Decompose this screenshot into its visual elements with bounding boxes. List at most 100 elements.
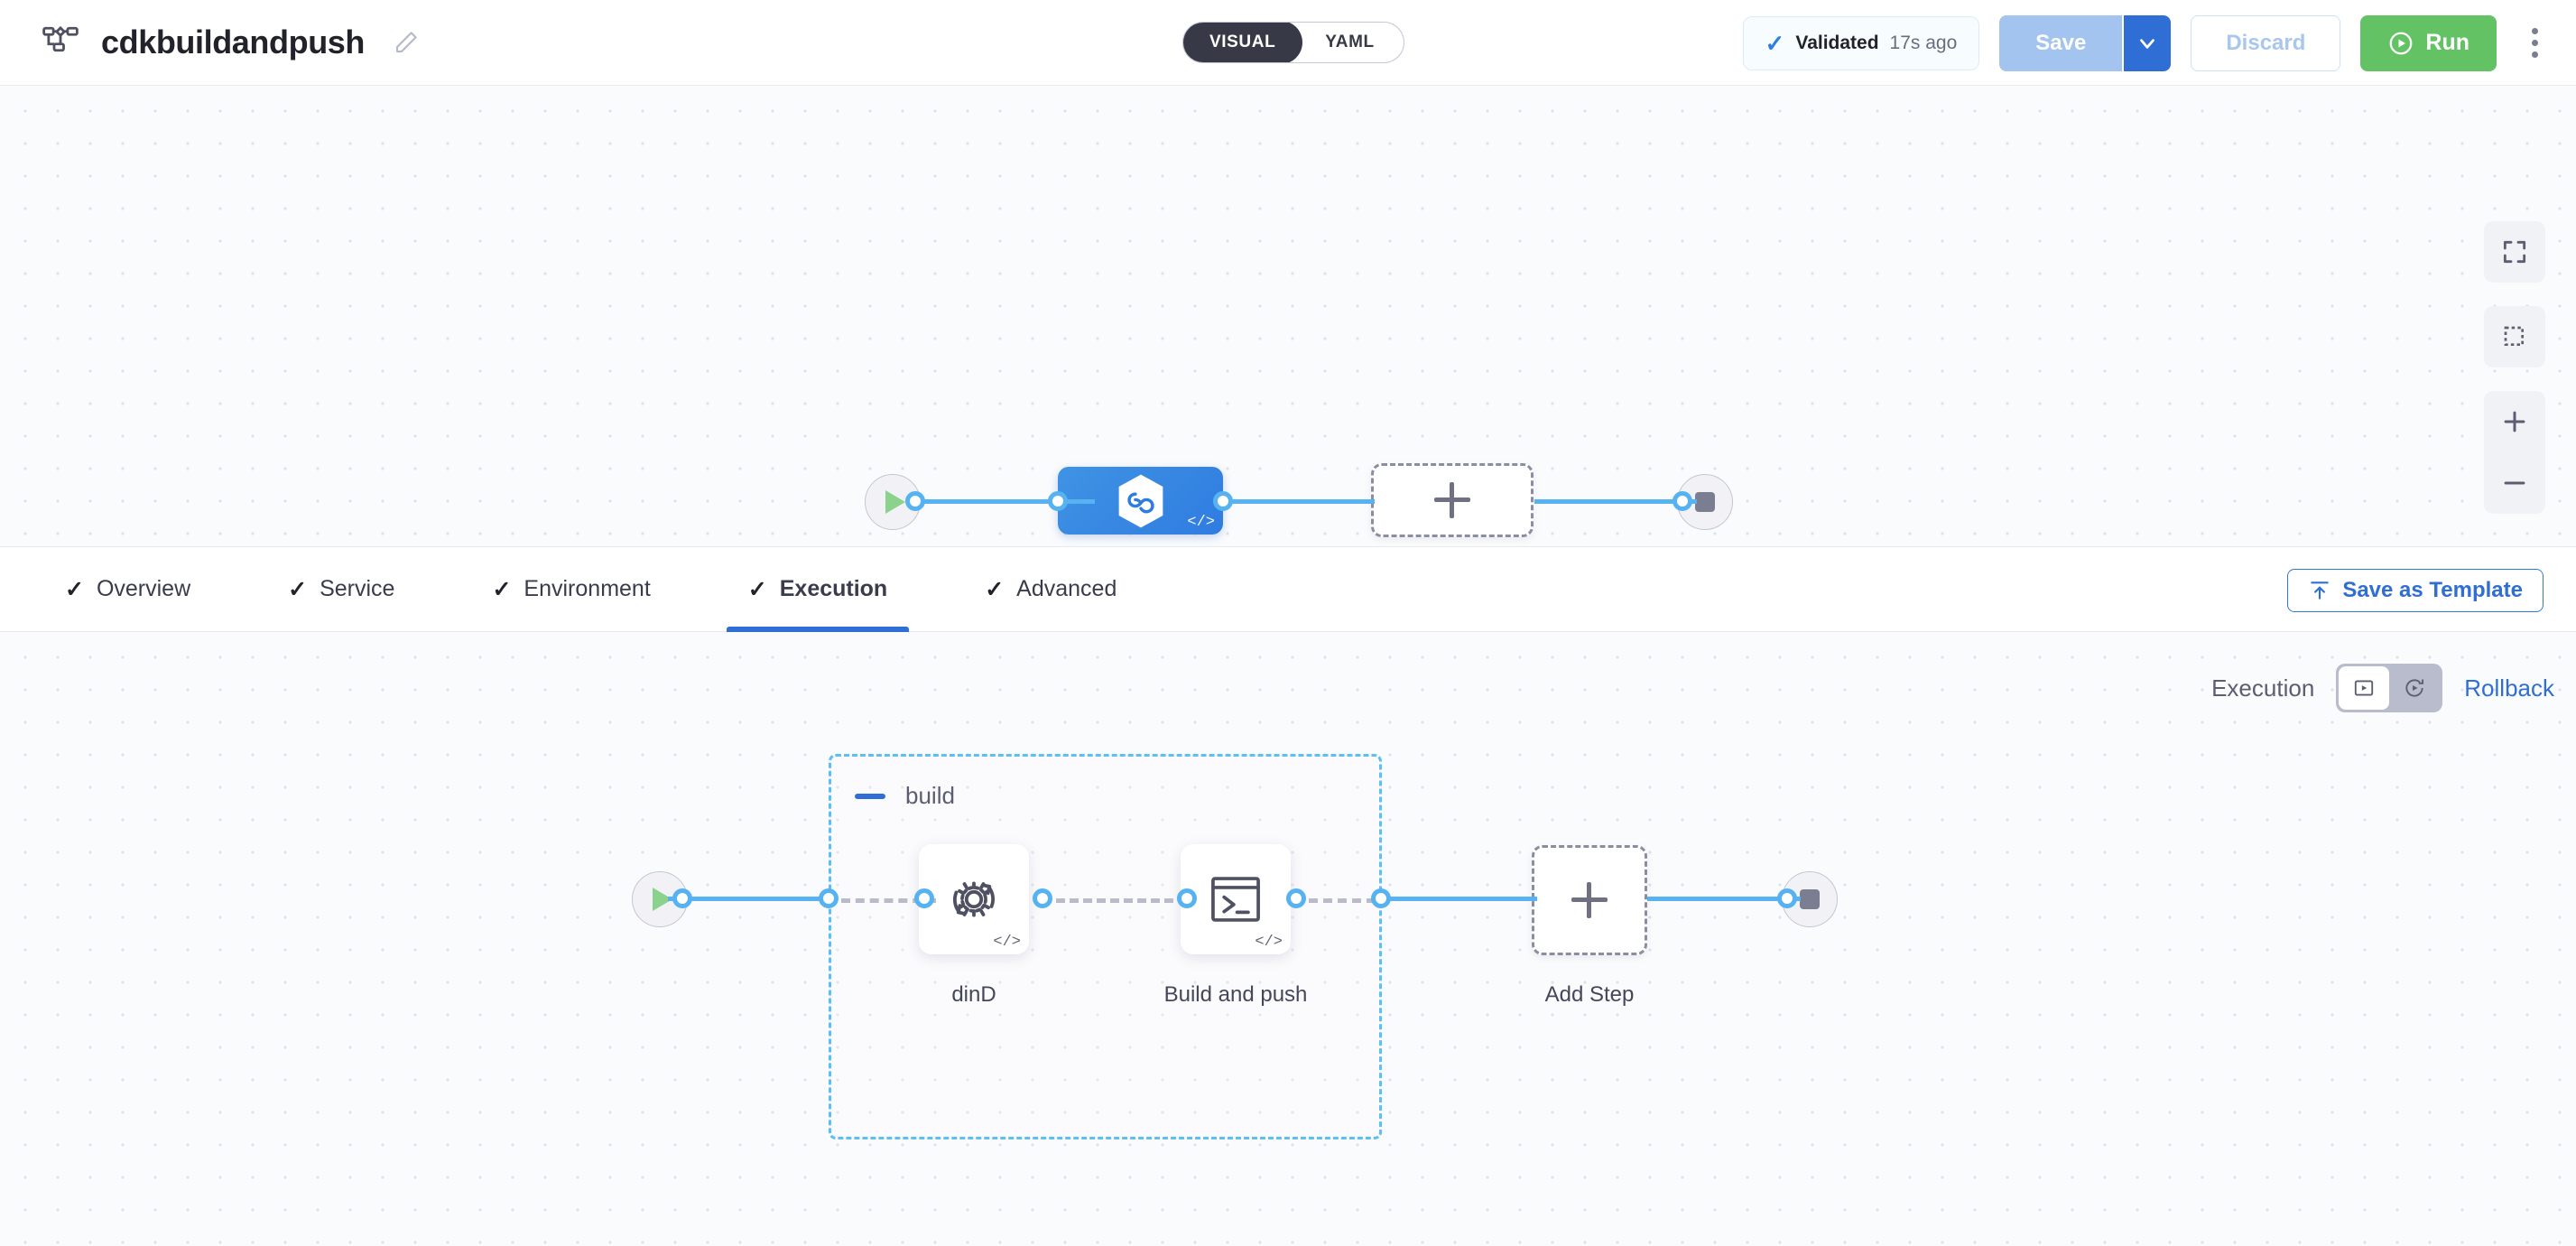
tab-service[interactable]: ✓ Service: [266, 546, 416, 632]
stage-canvas[interactable]: </> ckd Add Stage: [0, 86, 2576, 600]
tab-execution[interactable]: ✓ Execution: [726, 546, 910, 632]
step-node-dind[interactable]: </>: [919, 844, 1029, 954]
selection-box-icon[interactable]: [2484, 306, 2545, 367]
rollback-label[interactable]: Rollback: [2464, 674, 2554, 702]
step-caption-dind: dinD: [951, 982, 996, 1007]
stage-node-ckd[interactable]: </>: [1058, 467, 1223, 535]
connector-exec-start: [668, 897, 830, 901]
tab-label: Overview: [96, 576, 191, 601]
validated-time: 17s ago: [1889, 32, 1958, 53]
connector-exit-to-addstep: [1379, 897, 1537, 901]
terminal-icon: [1211, 877, 1260, 922]
rollback-view-icon[interactable]: [2389, 666, 2440, 710]
status-badge: ✓ Validated 17s ago: [1742, 15, 1980, 70]
connector-dind-to-build: [1042, 898, 1187, 903]
plus-icon: [1434, 482, 1470, 518]
stop-square-icon: [1695, 492, 1715, 512]
connector-start-to-ckd: [919, 499, 1095, 504]
zoom-controls: [2484, 391, 2545, 514]
run-button[interactable]: Run: [2360, 14, 2497, 71]
port-build-in[interactable]: [1177, 888, 1197, 908]
step-node-build-and-push[interactable]: </>: [1181, 844, 1291, 954]
add-step-label: Add Step: [1544, 982, 1635, 1007]
tab-label: Advanced: [1016, 576, 1117, 601]
chevron-down-icon[interactable]: [2122, 14, 2172, 71]
validated-label: Validated: [1795, 32, 1879, 53]
execution-view-icon[interactable]: [2339, 666, 2390, 710]
port-exec-start-out[interactable]: [672, 888, 692, 908]
tab-advanced[interactable]: ✓ Advanced: [963, 546, 1138, 632]
play-triangle-icon: [653, 888, 672, 911]
play-triangle-icon: [885, 490, 905, 514]
tab-label: Environment: [524, 576, 651, 601]
save-as-template-button[interactable]: Save as Template: [2287, 569, 2544, 612]
port-build-out[interactable]: [1286, 888, 1306, 908]
port-ckd-out[interactable]: [1213, 491, 1233, 511]
harness-hexagon-icon: [1118, 474, 1163, 527]
run-label: Run: [2425, 30, 2469, 55]
port-exec-end-in[interactable]: [1777, 888, 1797, 908]
execution-rollback-toggle[interactable]: [2336, 664, 2443, 712]
play-circle-icon: [2387, 30, 2414, 57]
check-icon: ✓: [288, 576, 308, 602]
tab-visual[interactable]: VISUAL: [1182, 23, 1303, 62]
stop-square-icon: [1800, 889, 1820, 909]
tab-label: Service: [320, 576, 395, 601]
save-button[interactable]: Save: [1999, 14, 2123, 71]
page-title: cdkbuildandpush: [101, 23, 366, 60]
port-dind-out[interactable]: [1033, 888, 1052, 908]
mode-toggle[interactable]: VISUAL YAML: [1182, 22, 1404, 63]
port-group-in[interactable]: [819, 888, 839, 908]
code-badge: </>: [993, 934, 1021, 951]
tab-list: ✓ Overview ✓ Service ✓ Environment ✓ Exe…: [0, 546, 1192, 632]
step-caption-build-and-push: Build and push: [1163, 982, 1308, 1007]
step-group-build[interactable]: build: [829, 754, 1382, 1139]
zoom-out-icon[interactable]: [2484, 452, 2545, 514]
tab-environment[interactable]: ✓ Environment: [470, 546, 672, 632]
port-start-out[interactable]: [905, 491, 925, 511]
check-icon: ✓: [1765, 29, 1785, 57]
tab-yaml[interactable]: YAML: [1325, 33, 1375, 51]
check-icon: ✓: [65, 576, 84, 602]
add-step-button[interactable]: [1532, 845, 1647, 955]
tab-label: Execution: [779, 576, 888, 601]
check-icon: ✓: [492, 576, 512, 602]
check-icon: ✓: [747, 576, 767, 602]
port-group-out[interactable]: [1371, 888, 1391, 908]
code-badge: </>: [1255, 934, 1283, 951]
header-actions: ✓ Validated 17s ago Save Discard Run: [1742, 0, 2553, 86]
port-dind-in[interactable]: [914, 888, 934, 908]
connector-addstep-to-end: [1647, 897, 1801, 901]
save-button-group[interactable]: Save: [1999, 14, 2172, 71]
execution-canvas[interactable]: Execution Rollback build: [0, 632, 2576, 1246]
config-tabbar: ✓ Overview ✓ Service ✓ Environment ✓ Exe…: [0, 546, 2576, 632]
code-badge: </>: [1187, 514, 1215, 531]
port-ckd-in[interactable]: [1048, 491, 1068, 511]
save-as-template-label: Save as Template: [2342, 578, 2523, 602]
execution-mode-switch: Execution Rollback: [2211, 664, 2554, 712]
connector-addstage-to-end: [1534, 499, 1697, 504]
gear-sync-icon: [952, 881, 996, 917]
plus-icon: [1571, 882, 1608, 918]
kebab-menu-icon[interactable]: [2516, 15, 2553, 71]
minus-icon[interactable]: [855, 793, 885, 799]
connector-entry-to-dind: [841, 898, 936, 903]
connector-ckd-to-addstage: [1221, 499, 1375, 504]
connector-build-to-exit: [1294, 898, 1376, 903]
tab-overview[interactable]: ✓ Overview: [43, 546, 212, 632]
discard-button[interactable]: Discard: [2191, 14, 2341, 71]
edit-pencil-icon[interactable]: [390, 26, 422, 59]
zoom-in-icon[interactable]: [2484, 391, 2545, 452]
port-end-in[interactable]: [1673, 491, 1692, 511]
step-group-title: build: [905, 782, 955, 809]
header-left-group: cdkbuildandpush: [0, 22, 422, 63]
execution-mode-label: Execution: [2211, 674, 2315, 702]
fit-screen-icon[interactable]: [2484, 221, 2545, 283]
check-icon: ✓: [985, 576, 1005, 602]
pipeline-icon: [40, 22, 81, 63]
upload-template-icon: [2308, 579, 2331, 602]
add-stage-button[interactable]: [1371, 463, 1534, 537]
step-group-header: build: [855, 782, 955, 810]
app-header: cdkbuildandpush VISUAL YAML ✓ Validated …: [0, 0, 2576, 86]
canvas-toolbar: [2484, 221, 2545, 514]
